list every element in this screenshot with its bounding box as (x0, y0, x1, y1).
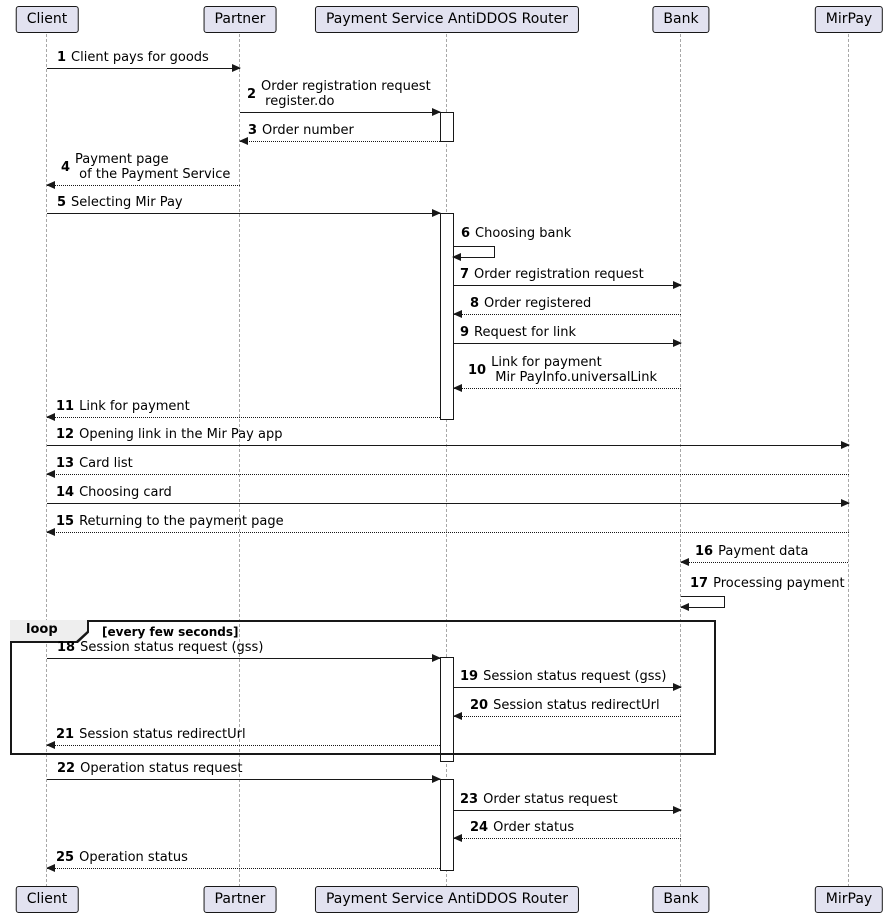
arrowhead-icon (841, 441, 850, 449)
arrowhead-icon (432, 654, 441, 662)
loop-condition: [every few seconds] (102, 625, 239, 639)
arrowhead-icon (453, 384, 462, 392)
arrowhead-icon (673, 806, 682, 814)
loop-frame: loop [every few seconds] (10, 620, 716, 755)
arrowhead-icon (46, 741, 55, 749)
activation-bar-register (440, 112, 454, 142)
lifeline-payment-service (446, 34, 447, 887)
participant-payment-service-bottom: Payment Service AntiDDOS Router (314, 886, 580, 913)
participant-client-top: Client (15, 6, 79, 33)
arrowhead-icon (841, 499, 850, 507)
arrowhead-icon (46, 470, 55, 478)
arrowhead-icon (453, 310, 462, 318)
activation-bar-mirpay-flow (440, 213, 454, 420)
participant-partner-top: Partner (203, 6, 277, 33)
arrowhead-icon (673, 339, 682, 347)
arrowhead-icon (432, 775, 441, 783)
arrowhead-icon (46, 181, 55, 189)
arrowhead-icon (432, 209, 441, 217)
participant-payment-service-top: Payment Service AntiDDOS Router (314, 6, 580, 33)
participant-mirpay-bottom: MirPay (814, 886, 884, 913)
participant-bank-top: Bank (652, 6, 710, 33)
activation-bar-operation-status (440, 779, 454, 871)
arrowhead-icon (46, 864, 55, 872)
loop-tab: loop (10, 620, 89, 643)
arrowhead-icon (46, 413, 55, 421)
participant-mirpay-top: MirPay (814, 6, 884, 33)
participant-client-bottom: Client (15, 886, 79, 913)
arrowhead-icon (680, 603, 689, 611)
arrowhead-icon (239, 137, 248, 145)
activation-bar-session-status (440, 657, 454, 762)
participant-partner-bottom: Partner (203, 886, 277, 913)
lifeline-client (46, 34, 47, 887)
arrowhead-icon (453, 712, 462, 720)
participant-bank-bottom: Bank (652, 886, 710, 913)
arrowhead-icon (452, 253, 461, 261)
arrowhead-icon (432, 108, 441, 116)
arrowhead-icon (46, 528, 55, 536)
lifeline-bank (680, 34, 681, 887)
arrowhead-icon (680, 558, 689, 566)
arrowhead-icon (453, 834, 462, 842)
lifeline-partner (239, 34, 240, 887)
lifeline-mirpay (848, 34, 849, 887)
arrowhead-icon (232, 64, 241, 72)
arrowhead-icon (673, 683, 682, 691)
arrowhead-icon (673, 281, 682, 289)
loop-label: loop (10, 620, 87, 641)
